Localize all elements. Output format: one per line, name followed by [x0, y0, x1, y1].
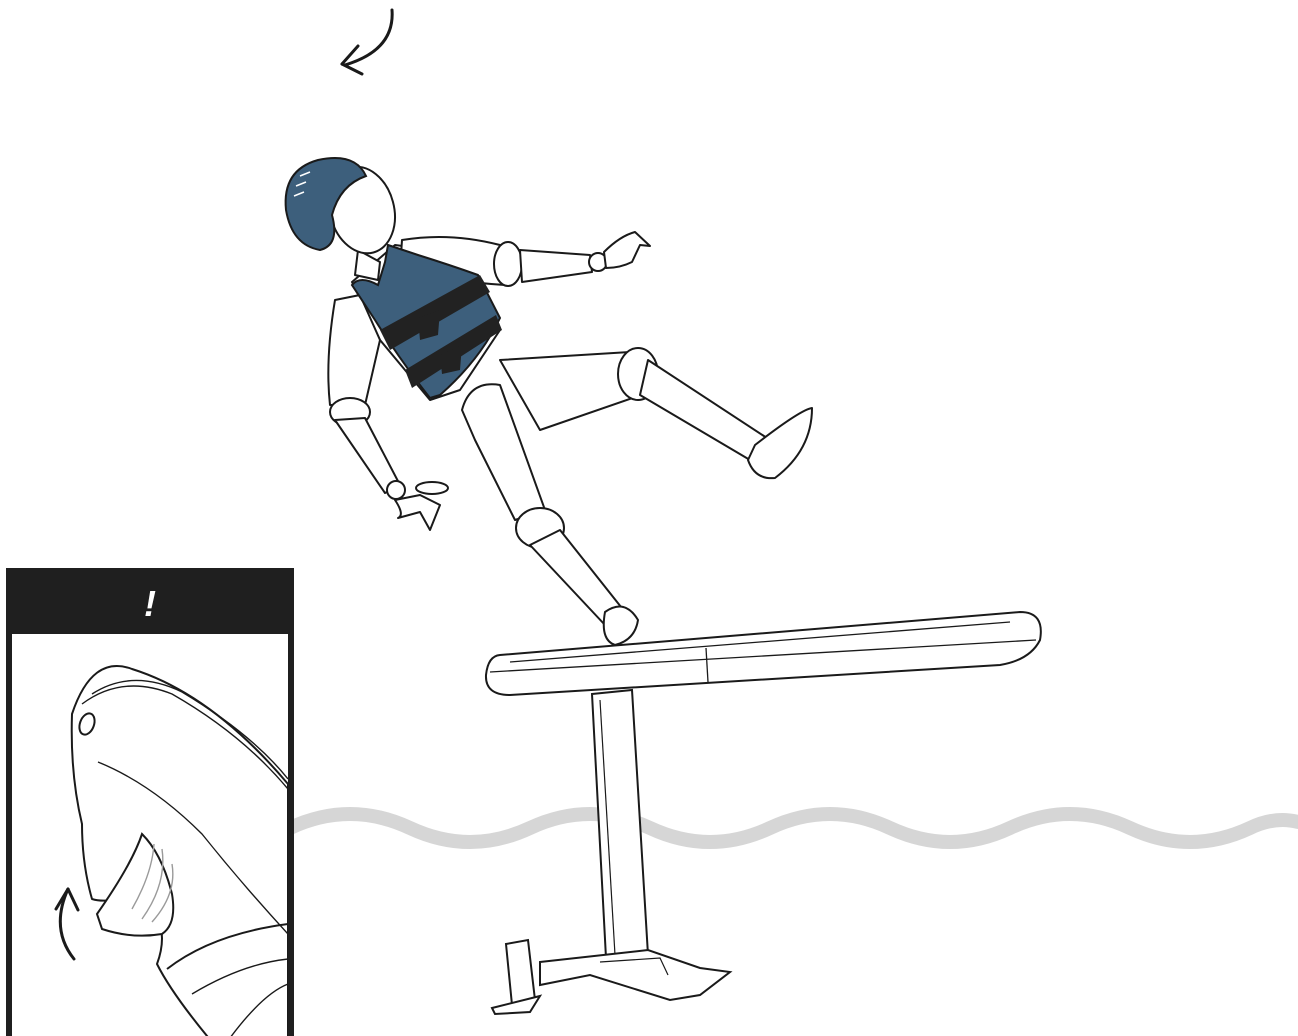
efoil-board — [486, 612, 1041, 695]
remote-body — [72, 666, 288, 1036]
warning-symbol: ! — [144, 583, 156, 624]
efoil-mast — [592, 690, 648, 958]
rotation-arrow-icon — [342, 10, 392, 74]
warning-header: ! — [12, 574, 288, 634]
warning-inset-panel: ! — [6, 568, 294, 1036]
remote-closeup-illustration — [12, 634, 288, 1036]
rider-head — [286, 158, 405, 261]
upward-rotation-arrow-icon — [56, 889, 78, 959]
water-wave — [290, 814, 1298, 842]
